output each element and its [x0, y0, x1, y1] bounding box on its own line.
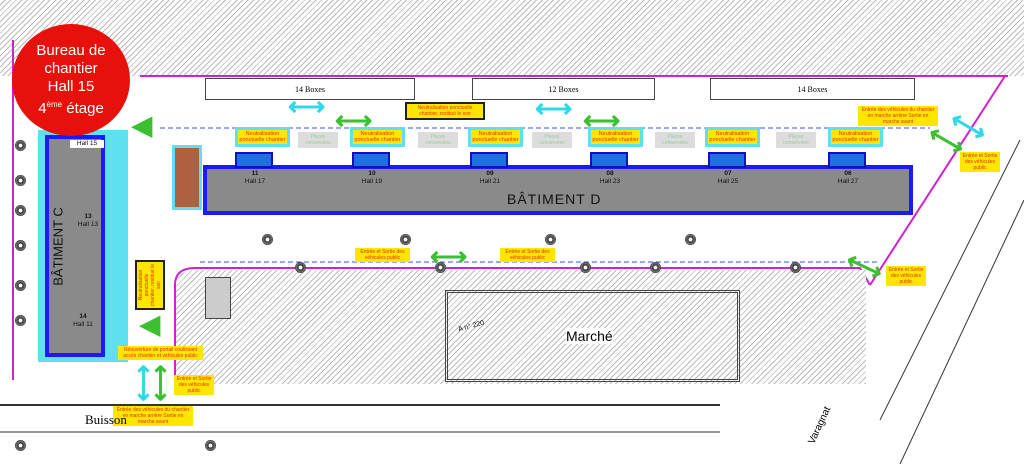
neutralisation-top: Neutralisation ponctuelle chantier, rest… — [405, 102, 485, 120]
hatched-zone-top — [0, 0, 1024, 76]
building-c: BÂTIMENT C — [45, 135, 105, 357]
arrow-left-icon: ◀ — [140, 309, 160, 339]
double-arrow-icon: ⟷ — [288, 91, 326, 121]
tree-icon — [400, 234, 411, 245]
neutralisation-zone: Neutralisation ponctuelle chantier — [588, 127, 643, 147]
hall-bay — [470, 152, 508, 168]
places-conservees: Places conservées — [532, 132, 572, 148]
tree-icon — [262, 234, 273, 245]
label-entree-chantier: Entrée des véhicules du chantier en marc… — [113, 406, 193, 426]
tree-icon — [295, 262, 306, 273]
label-entree-public: Entrée et Sortie des véhicules public — [355, 248, 410, 262]
double-arrow-icon: ⟷ — [335, 105, 373, 135]
site-office-callout: Bureau de chantier Hall 15 4ème étage — [12, 24, 130, 136]
neutralisation-zone: Neutralisation ponctuelle chantier — [235, 127, 290, 147]
hall-bay — [590, 152, 628, 168]
site-boundary-top — [140, 75, 1008, 77]
callout-line: Bureau de — [36, 42, 106, 59]
parcel-label: A n° 220 — [457, 319, 486, 334]
hall-bay — [708, 152, 746, 168]
tree-icon — [15, 175, 26, 186]
tree-icon — [580, 262, 591, 273]
neutralisation-zone: Neutralisation ponctuelle chantier — [705, 127, 760, 147]
tree-icon — [545, 234, 556, 245]
tree-icon — [790, 262, 801, 273]
boundary-left — [12, 40, 14, 380]
market-square: Marché A n° 220 — [445, 290, 740, 382]
label-entree-public: Entrée et Sortie des véhicules public — [960, 152, 1000, 172]
tree-icon — [15, 205, 26, 216]
tree-icon — [15, 240, 26, 251]
boxes-row-3: 14 Boxes — [710, 78, 915, 100]
places-conservees: Places conservées — [776, 132, 816, 148]
tree-icon — [15, 440, 26, 451]
hall-bay — [352, 152, 390, 168]
tree-icon — [15, 315, 26, 326]
places-conservees: Places conservées — [298, 132, 338, 148]
tree-icon — [205, 440, 216, 451]
label-reouverture: Réouverture de portail coulissant accès … — [118, 346, 203, 360]
market-label: Marché — [566, 328, 613, 344]
street-buisson: Buisson — [85, 412, 127, 427]
callout-line: Hall 15 — [47, 78, 95, 95]
hall-bay — [235, 152, 273, 168]
label-entree-chantier: Entrée des véhicules du chantier en marc… — [858, 106, 938, 126]
building-d: BÂTIMENT D — [203, 165, 913, 215]
small-structure — [205, 277, 231, 319]
callout-line: 4ème étage — [38, 100, 104, 117]
double-arrow-icon: ⟷ — [583, 105, 621, 135]
double-arrow-icon: ⟷ — [535, 93, 573, 123]
hall-bay — [828, 152, 866, 168]
building-d-label: BÂTIMENT D — [507, 191, 602, 207]
storage-area — [172, 145, 202, 210]
tree-icon — [685, 234, 696, 245]
neutralisation-zone: Neutralisation ponctuelle chantier — [468, 127, 523, 147]
neutralisation-zone: Neutralisation ponctuelle chantier — [828, 127, 883, 147]
double-arrow-icon: ⟷ — [430, 241, 468, 271]
boxes-row-1: 14 Boxes — [205, 78, 415, 100]
label-entree-public: Entrée et Sortie des véhicules public — [886, 266, 926, 286]
label-entree-public: Entrée et Sortie des véhicules public — [174, 375, 214, 395]
tree-icon — [15, 140, 26, 151]
neutralisation-zone: Neutralisation ponctuelle chantier — [350, 127, 405, 147]
label-entree-public: Entrée et Sortie des véhicules public — [500, 248, 555, 262]
places-conservees: Places conservées — [655, 132, 695, 148]
boxes-row-2: 12 Boxes — [472, 78, 655, 100]
double-arrow-icon: ⟷ — [146, 364, 177, 402]
tree-icon — [435, 262, 446, 273]
hall-label: Hall 15 — [70, 140, 104, 148]
callout-line: chantier — [44, 60, 98, 77]
places-conservees: Places conservées — [418, 132, 458, 148]
tree-icon — [650, 262, 661, 273]
building-c-label: BÂTIMENT C — [50, 207, 66, 286]
arrow-left-icon: ◀ — [132, 110, 152, 140]
neutralisation-vertical: Neutralisation ponctuelle chantier, rest… — [135, 260, 165, 310]
tree-icon — [15, 280, 26, 291]
